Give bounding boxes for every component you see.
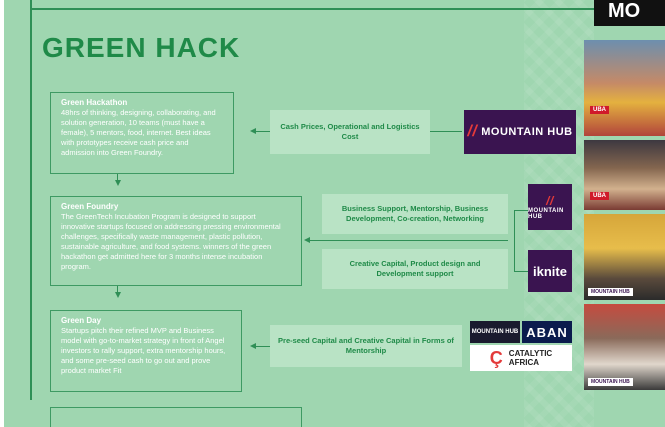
arrow-line (256, 131, 270, 132)
stage-green-hackathon: Green Hackathon 48hrs of thinking, desig… (50, 92, 234, 174)
stage-next (50, 407, 302, 427)
logo-text: iknite (533, 263, 567, 279)
stage-description: 48hrs of thinking, designing, collaborat… (61, 108, 216, 157)
support-box-creative: Creative Capital, Product design and Dev… (322, 249, 508, 289)
timeline-line (30, 0, 32, 400)
arrow-line (256, 346, 270, 347)
stage-name: Green Foundry (61, 202, 119, 211)
stage-name: Green Hackathon (61, 98, 128, 107)
aban-logo: ABAN (522, 321, 572, 343)
stage-name: Green Day (61, 316, 102, 325)
stage-description: The GreenTech Incubation Program is desi… (61, 212, 281, 271)
event-photo-4: MOUNTAIN HUB (584, 304, 665, 390)
logo-text: AFRICA (508, 358, 540, 367)
event-photo-1: UBA (584, 40, 665, 136)
arrow-line (430, 131, 462, 132)
event-photo-2: UBA (584, 140, 665, 210)
support-box-preseed: Pre-seed Capital and Creative Capital in… (270, 325, 462, 367)
arrow-line (514, 271, 528, 272)
mountain-hub-logo-small: // MOUNTAIN HUB (528, 184, 572, 230)
logo-text: ABAN (526, 324, 568, 340)
catalytic-africa-logo: Ç CATALYTIC AFRICA (470, 345, 572, 371)
support-box-business: Business Support, Mentorship, Business D… (322, 194, 508, 234)
down-connector (117, 174, 118, 182)
page-title: GREEN HACK (42, 32, 241, 63)
mountain-hub-strip-logo: MOUNTAIN HUB (470, 321, 520, 343)
mountain-hub-mark-icon: // (546, 194, 554, 208)
top-border-line (30, 8, 620, 10)
arrow-line (310, 240, 508, 241)
slide-canvas: GREEN HACK Green Hackathon 48hrs of thin… (4, 0, 665, 427)
arrow-line (514, 210, 528, 211)
event-banner: MOUNTAIN HUB (588, 288, 633, 296)
uba-label: UBA (590, 192, 609, 200)
logo-text: MOUNTAIN HUB (471, 329, 519, 335)
arrow-line (514, 210, 515, 272)
logo-text: CATALYTIC (508, 349, 553, 358)
logo-text: MOUNTAIN HUB (528, 208, 564, 220)
stage-description: Startups pitch their refined MVP and Bus… (61, 326, 226, 375)
iknite-logo: iknite (528, 250, 572, 292)
arrow-head (250, 343, 256, 349)
mountain-hub-mark-icon: // (467, 123, 478, 140)
support-box-cash: Cash Prices, Operational and Logistics C… (270, 110, 430, 154)
logo-text: MOUNTAIN HUB (481, 126, 573, 138)
down-arrow (115, 180, 121, 186)
down-connector (117, 286, 118, 294)
down-arrow (115, 292, 121, 298)
arrow-head (250, 128, 256, 134)
event-photo-3: MOUNTAIN HUB (584, 214, 665, 300)
corner-badge: MO (594, 0, 665, 26)
uba-label: UBA (590, 106, 609, 114)
catalytic-mark-icon: Ç (489, 347, 503, 368)
stage-green-foundry: Green Foundry The GreenTech Incubation P… (50, 196, 302, 286)
event-banner: MOUNTAIN HUB (588, 378, 633, 386)
stage-green-day: Green Day Startups pitch their refined M… (50, 310, 242, 392)
mountain-hub-logo: // MOUNTAIN HUB (464, 110, 576, 154)
arrow-head (304, 237, 310, 243)
